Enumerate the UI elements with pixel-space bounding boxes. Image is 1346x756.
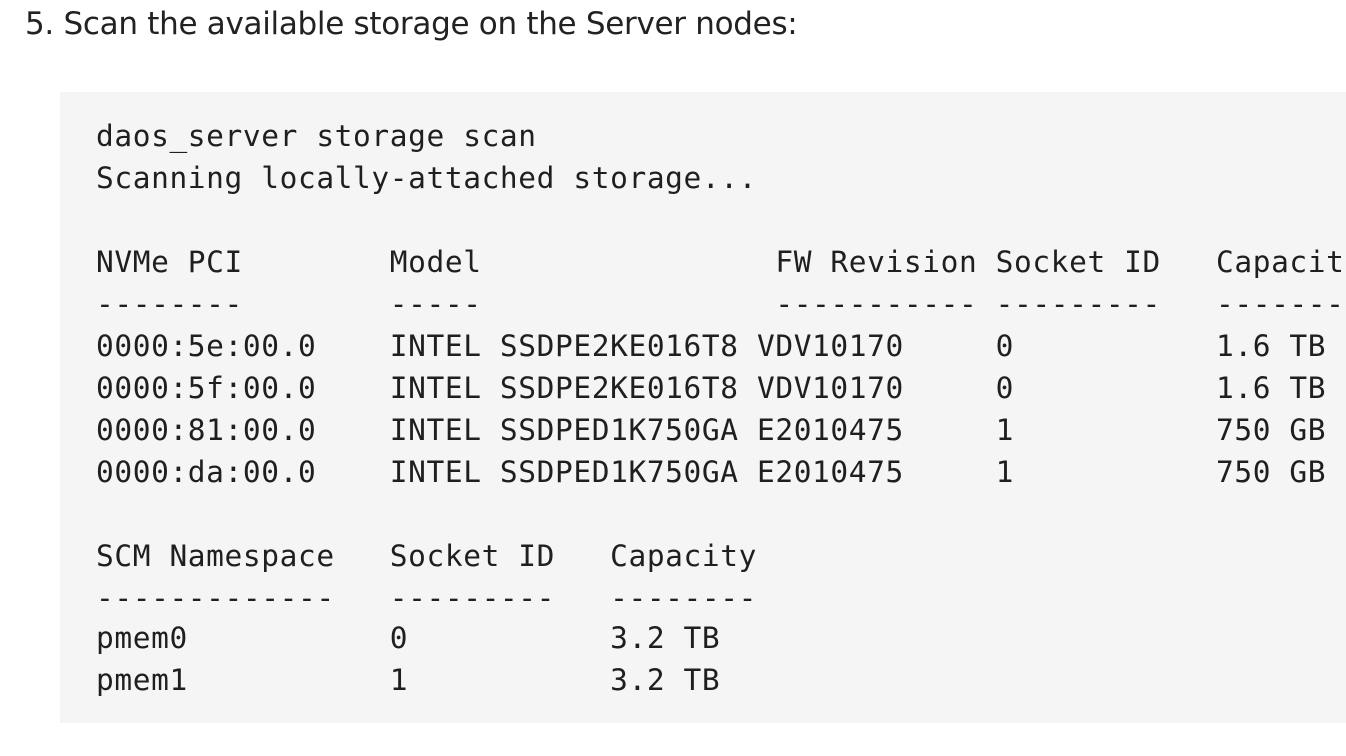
code-line: 0000:5e:00.0 INTEL SSDPE2KE016T8 VDV1017… [96, 329, 1327, 363]
code-line: daos_server storage scan [96, 119, 537, 153]
code-line: pmem1 1 3.2 TB [96, 663, 721, 697]
code-line: SCM Namespace Socket ID Capacity [96, 539, 757, 573]
step-heading: 5. Scan the available storage on the Ser… [25, 6, 798, 42]
code-line: 0000:81:00.0 INTEL SSDPED1K750GA E201047… [96, 413, 1327, 447]
code-line: 0000:5f:00.0 INTEL SSDPE2KE016T8 VDV1017… [96, 371, 1327, 405]
code-block[interactable]: daos_server storage scan Scanning locall… [60, 92, 1346, 723]
code-line: ------------- --------- -------- [96, 581, 757, 615]
code-line: Scanning locally-attached storage... [96, 161, 757, 195]
code-line: pmem0 0 3.2 TB [96, 621, 721, 655]
code-line: 0000:da:00.0 INTEL SSDPED1K750GA E201047… [96, 455, 1327, 489]
code-line: -------- ----- ----------- --------- ---… [96, 287, 1346, 321]
code-line: NVMe PCI Model FW Revision Socket ID Cap… [96, 245, 1346, 279]
